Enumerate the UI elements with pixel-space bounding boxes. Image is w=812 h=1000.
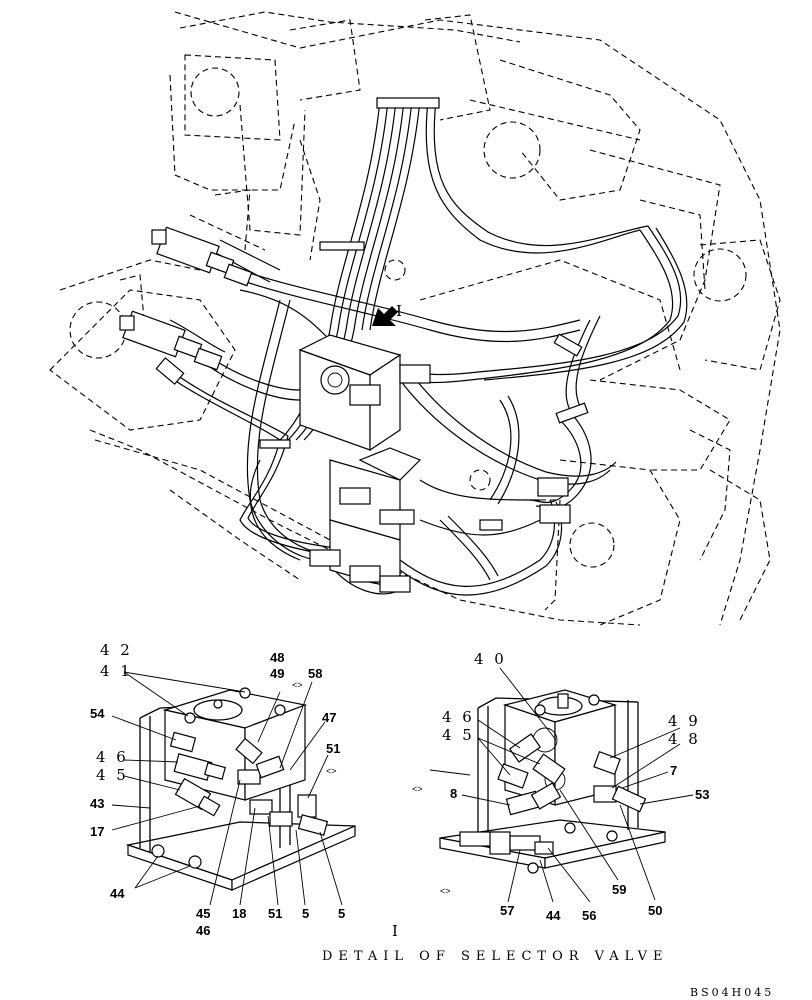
label-48-right: 4 8 xyxy=(668,730,701,748)
label-49-right: 4 9 xyxy=(668,712,701,730)
label-44-right: 44 xyxy=(546,908,561,923)
right-detail-fittings xyxy=(459,733,647,855)
label-45: 4 5 xyxy=(96,766,129,784)
label-51-top: 51 xyxy=(326,741,340,756)
label-46-bottom: 46 xyxy=(196,923,210,938)
label-54: 54 xyxy=(90,706,105,721)
label-47: 47 xyxy=(322,710,336,725)
label-45-right: 4 5 xyxy=(442,726,475,744)
label-arrow-left-mid: <> xyxy=(326,766,337,776)
label-44-left: 44 xyxy=(110,886,125,901)
label-arrow-left-top: <> xyxy=(292,680,303,690)
label-46-right: 4 6 xyxy=(442,708,475,726)
label-59: 59 xyxy=(612,882,626,897)
section-marker-label: I xyxy=(396,302,405,320)
drawing-code: BS04H045 xyxy=(690,986,774,999)
label-40: 4 0 xyxy=(474,650,507,668)
label-17: 17 xyxy=(90,824,104,839)
hose-clamps xyxy=(259,97,589,531)
label-57: 57 xyxy=(500,903,514,918)
detail-left-view: 4 2 4 1 54 4 6 4 5 43 17 44 48 49 58 <> … xyxy=(90,641,356,938)
label-53: 53 xyxy=(695,787,709,802)
label-50: 50 xyxy=(648,903,662,918)
main-assembly-view: I xyxy=(49,11,781,626)
label-41: 4 1 xyxy=(100,662,133,680)
label-arrow-right-bottom: <> xyxy=(440,886,451,896)
label-56: 56 xyxy=(582,908,596,923)
label-8: 8 xyxy=(450,786,457,801)
section-indicator: I xyxy=(372,302,405,326)
label-43: 43 xyxy=(90,796,104,811)
label-58: 58 xyxy=(308,666,322,681)
hose-bundle xyxy=(159,99,688,596)
detail-caption-id: I xyxy=(392,922,401,940)
left-leaders xyxy=(111,671,343,906)
label-48: 48 xyxy=(270,650,284,665)
label-7: 7 xyxy=(670,763,677,778)
label-51-bottom: 51 xyxy=(268,906,282,921)
center-valve-block xyxy=(298,334,571,593)
detail-right-view: 4 0 4 6 4 5 <> 8 4 9 4 8 7 53 <> 57 44 5… xyxy=(412,650,709,923)
right-leaders xyxy=(429,667,694,903)
label-18: 18 xyxy=(232,906,246,921)
left-detail-fittings xyxy=(169,731,329,836)
label-49: 49 xyxy=(270,666,284,681)
detail-caption-text: DETAIL OF SELECTOR VALVE xyxy=(322,949,669,964)
label-42: 4 2 xyxy=(100,641,133,659)
left-fittings xyxy=(119,226,253,385)
label-arrow-right-left: <> xyxy=(412,784,423,794)
label-5-b: 5 xyxy=(338,906,345,921)
label-46: 4 6 xyxy=(96,748,129,766)
label-5-a: 5 xyxy=(302,906,309,921)
label-45-bottom: 45 xyxy=(196,906,210,921)
